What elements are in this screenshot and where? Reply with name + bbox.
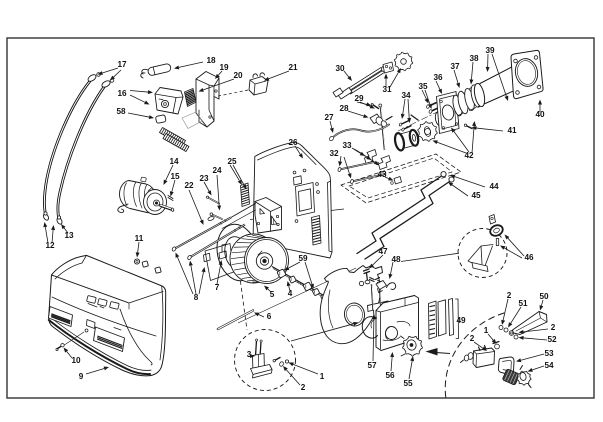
svg-text:43: 43 — [377, 170, 387, 179]
svg-text:35: 35 — [418, 82, 428, 91]
svg-text:38: 38 — [469, 54, 479, 63]
svg-text:5: 5 — [270, 290, 275, 299]
svg-text:47: 47 — [378, 247, 388, 256]
svg-text:28: 28 — [339, 104, 349, 113]
svg-text:4: 4 — [288, 289, 293, 298]
svg-text:9: 9 — [79, 372, 84, 381]
svg-text:19: 19 — [219, 63, 229, 72]
svg-text:32: 32 — [329, 149, 339, 158]
svg-text:27: 27 — [324, 113, 334, 122]
svg-text:50: 50 — [539, 292, 549, 301]
svg-text:44: 44 — [489, 182, 499, 191]
svg-text:53: 53 — [544, 349, 554, 358]
svg-text:51: 51 — [518, 299, 528, 308]
svg-text:11: 11 — [135, 234, 144, 243]
svg-text:31: 31 — [382, 85, 392, 94]
svg-text:46: 46 — [524, 253, 534, 262]
svg-text:30: 30 — [335, 64, 345, 73]
svg-text:16: 16 — [117, 89, 127, 98]
svg-text:34: 34 — [401, 91, 411, 100]
svg-text:18: 18 — [206, 56, 216, 65]
svg-text:48: 48 — [391, 255, 401, 264]
svg-text:2: 2 — [507, 291, 512, 300]
svg-text:14: 14 — [169, 157, 179, 166]
svg-text:55: 55 — [403, 379, 413, 388]
svg-text:13: 13 — [64, 231, 74, 240]
svg-text:8: 8 — [194, 293, 199, 302]
svg-text:57: 57 — [367, 361, 377, 370]
svg-text:1: 1 — [484, 326, 489, 335]
svg-text:23: 23 — [199, 174, 209, 183]
svg-text:7: 7 — [215, 283, 220, 292]
svg-text:15: 15 — [170, 172, 180, 181]
svg-text:17: 17 — [117, 60, 127, 69]
svg-text:2: 2 — [551, 323, 556, 332]
svg-text:39: 39 — [485, 46, 495, 55]
svg-text:36: 36 — [433, 73, 443, 82]
svg-text:1: 1 — [320, 372, 325, 381]
svg-text:59: 59 — [298, 254, 308, 263]
svg-text:24: 24 — [212, 166, 222, 175]
svg-text:10: 10 — [71, 356, 81, 365]
svg-text:3: 3 — [247, 350, 252, 359]
svg-text:12: 12 — [45, 241, 55, 250]
svg-text:6: 6 — [267, 312, 272, 321]
svg-text:42: 42 — [464, 151, 474, 160]
svg-text:2: 2 — [301, 383, 306, 392]
svg-text:52: 52 — [547, 335, 557, 344]
svg-text:33: 33 — [342, 141, 352, 150]
svg-text:2: 2 — [470, 334, 475, 343]
svg-text:37: 37 — [450, 62, 460, 71]
svg-text:49: 49 — [456, 316, 466, 325]
svg-text:26: 26 — [288, 138, 298, 147]
svg-text:58: 58 — [116, 107, 126, 116]
svg-text:41: 41 — [507, 126, 517, 135]
svg-text:56: 56 — [385, 371, 395, 380]
svg-text:20: 20 — [233, 71, 243, 80]
svg-text:45: 45 — [471, 191, 481, 200]
svg-text:25: 25 — [227, 157, 237, 166]
svg-text:21: 21 — [288, 63, 298, 72]
svg-text:29: 29 — [354, 94, 364, 103]
svg-text:54: 54 — [544, 361, 554, 370]
svg-text:22: 22 — [184, 181, 194, 190]
svg-text:40: 40 — [535, 110, 545, 119]
